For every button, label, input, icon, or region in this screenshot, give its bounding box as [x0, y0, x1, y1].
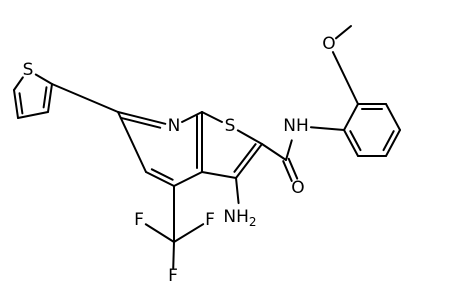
bond-tC4-tC5-inner [18, 92, 24, 115]
atom-label-nh-amide: NH [283, 116, 309, 136]
bond-a6-a1-inner [349, 130, 362, 152]
bond-c2-c3-inner [233, 143, 257, 173]
atom-label-o-methoxy: O [322, 34, 335, 54]
bond-tC4-tC5 [13, 89, 19, 119]
bond-cAm-oC-a [282, 160, 293, 182]
bond-c5-c6 [117, 111, 147, 173]
bond-c4-c5 [145, 171, 175, 187]
bond-a4-a5 [385, 129, 401, 157]
bond-oM-me [334, 25, 352, 40]
bond-cAm-nh [285, 139, 293, 161]
bond-c2-c3 [235, 143, 263, 179]
bond-a6-a1 [343, 129, 359, 157]
bond-a1-a2 [343, 103, 359, 131]
atom-label-s-thienopyridine: S [225, 116, 236, 136]
bond-a4-a5-inner [382, 130, 395, 152]
bond-tC2-tC3-inner [42, 86, 48, 109]
bond-cf3-fL [144, 223, 175, 243]
bond-c3-c3a [201, 171, 237, 179]
bond-c3a-c4 [173, 171, 203, 187]
bonds [13, 25, 401, 270]
atom-label-nh2: NH2 [223, 207, 256, 229]
bond-nh-a1 [309, 126, 345, 131]
bond-cf3-fR [173, 223, 205, 243]
bond-c4-c5-inner [150, 168, 174, 181]
bond-c7a-sR [201, 111, 223, 123]
bond-cAm-oC-b [287, 157, 299, 180]
bond-tC2-c6 [51, 83, 119, 113]
bond-c3-nh2 [235, 177, 240, 205]
bond-sT-tC2 [34, 73, 53, 85]
atom-label-f-right: F [205, 210, 215, 230]
bond-tC2-tC3 [47, 83, 53, 113]
bond-c2-cAm [261, 143, 287, 161]
bond-c6-n [117, 111, 167, 125]
bond-tC5-sT [13, 76, 24, 91]
atom-label-f-bottom: F [168, 266, 178, 286]
bond-tC3-tC4 [17, 111, 49, 119]
bond-a3-a4 [385, 103, 401, 131]
atom-label-f-left: F [134, 210, 144, 230]
bond-a2-oM [331, 51, 359, 105]
atom-label-n-pyridine: N [168, 116, 181, 136]
bond-n-c7a [181, 111, 203, 123]
atom-label-s-thiophene: S [23, 60, 34, 80]
bond-cf3-fB [172, 241, 175, 270]
bond-sR-c2 [236, 129, 263, 145]
nh2-subscript: 2 [249, 215, 257, 229]
nh2-main: NH [223, 207, 249, 227]
bond-c6-n-inner [119, 116, 162, 129]
atom-labels: S N S NH O O NH2 F F F [23, 34, 336, 286]
atom-label-o-carbonyl: O [291, 178, 304, 198]
